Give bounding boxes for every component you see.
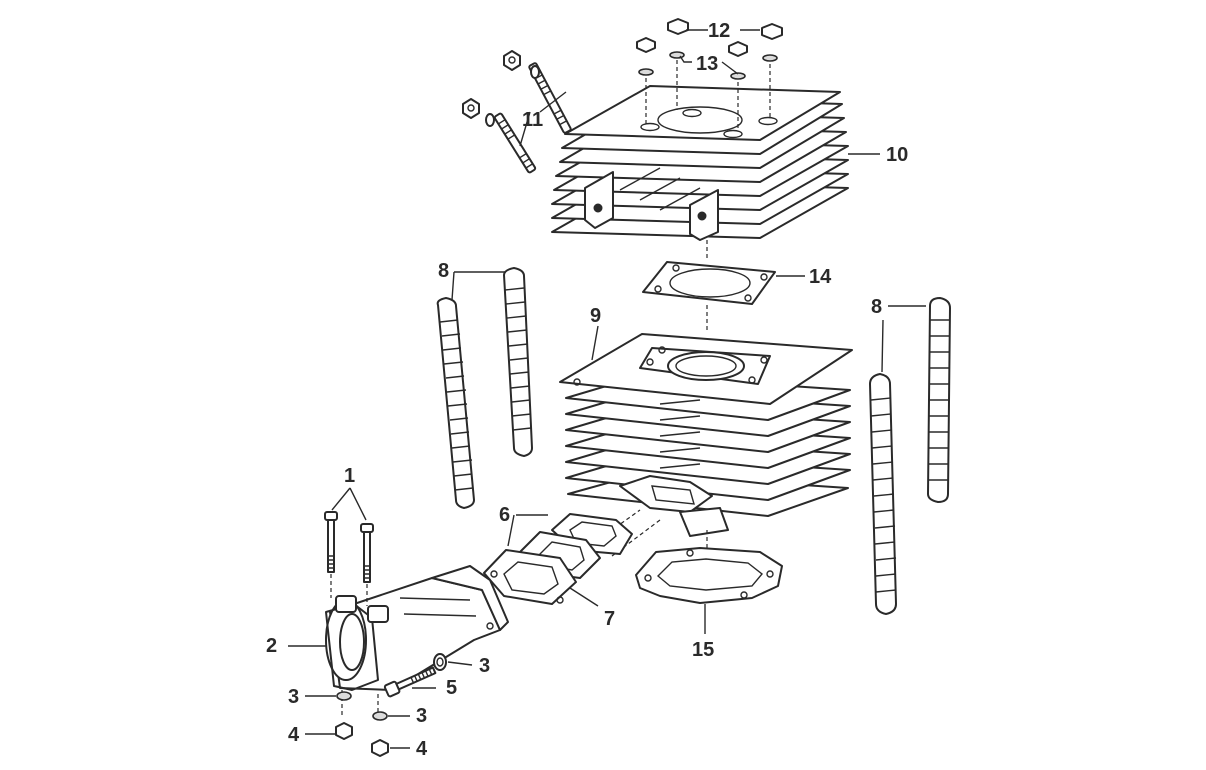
callout-5: 5 [446,677,457,699]
callout-11: 11 [522,109,543,131]
callout-4-right: 4 [416,738,428,760]
callout-12: 12 [708,20,730,42]
callout-4-left: 4 [288,724,300,746]
callouts: 1 2 3 3 3 4 4 5 6 7 8 8 9 10 11 12 13 14… [266,20,908,760]
callout-8-right: 8 [871,296,882,318]
head-studs [462,50,572,174]
callout-1: 1 [344,465,355,487]
washers-and-nuts [335,653,447,757]
manifold-bolts [324,511,374,606]
callout-9: 9 [590,305,601,327]
base-gasket [635,530,783,604]
cylinder [559,333,853,537]
damper-strip-right-a [869,373,897,615]
head-nuts-and-washers [636,18,783,130]
callout-7: 7 [604,608,615,630]
cylinder-head [551,85,849,241]
callout-2: 2 [266,635,277,657]
leader-lines [288,29,926,749]
damper-strip-left-b [503,267,533,457]
head-gasket [642,240,776,330]
intake-manifold [325,565,509,691]
callout-3-manifold: 3 [479,655,490,677]
damper-strip-right-b [927,297,951,503]
callout-15: 15 [692,639,714,661]
callout-3-right: 3 [416,705,427,727]
callout-8-left: 8 [438,260,449,282]
intake-gaskets-and-reed-valve [483,509,661,605]
callout-14: 14 [809,266,832,288]
manifold-side-bolt [383,666,437,698]
callout-13: 13 [696,53,718,75]
callout-6: 6 [499,504,510,526]
damper-strip-left-a [436,297,475,509]
callout-10: 10 [886,144,908,166]
callout-3-left: 3 [288,686,299,708]
